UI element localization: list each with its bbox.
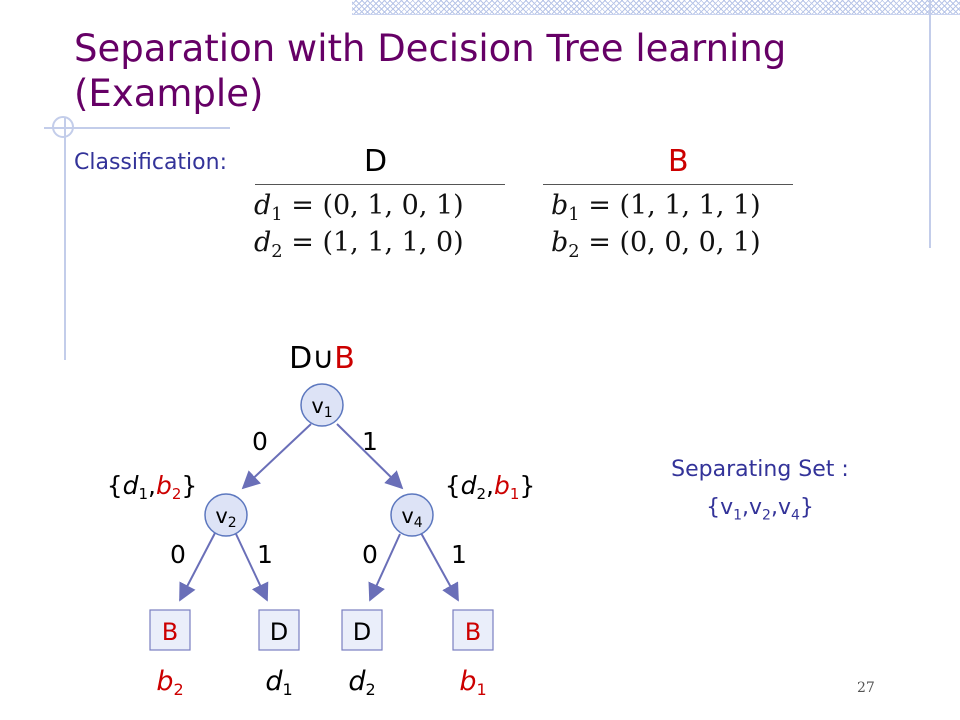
leaf-2-box: [258, 609, 300, 651]
node-v2-label: v2: [215, 504, 236, 531]
decorative-vertical-line: [64, 118, 66, 360]
node-v4: v4: [390, 493, 434, 537]
root-label-d: D: [289, 341, 312, 376]
decorative-vertical-line: [929, 0, 931, 248]
leaf-3: D: [341, 609, 383, 651]
node-v4-circle: [390, 493, 434, 537]
classification-label: Classification:: [74, 150, 227, 175]
node-v2-circle: [204, 493, 248, 537]
vector-b1: b1 = (1, 1, 1, 1): [551, 190, 761, 226]
edge-label-v1-v4: 1: [362, 427, 378, 456]
node-v1-label: v1: [311, 394, 332, 421]
edge-v2-leaf1: [179, 532, 216, 602]
edge-v4-leaf4: [420, 532, 459, 602]
set-d-rule: [255, 184, 505, 185]
leaf-4: B: [452, 609, 494, 651]
slide-title: Separation with Decision Tree learning (…: [74, 27, 787, 115]
node-v4-label: v4: [401, 504, 422, 531]
separating-set-label: Separating Set :: [671, 457, 849, 482]
root-set-label: D∪B: [289, 341, 355, 376]
root-label-union: ∪: [312, 341, 334, 376]
root-label-b: B: [334, 341, 355, 376]
edge-label-v4-leaf3: 0: [362, 540, 378, 569]
leaf-1-label: B: [162, 618, 178, 646]
node-v1: v1: [300, 383, 344, 427]
edge-v4-leaf3: [368, 533, 401, 602]
edge-v1-v2: [241, 423, 312, 490]
vector-d2: d2 = (1, 1, 1, 0): [254, 227, 464, 263]
subset-label-v2: {d1,b2}: [107, 471, 198, 503]
leaf-3-box: [341, 609, 383, 651]
edge-label-v2-leaf2: 1: [257, 540, 273, 569]
leaf-4-example: b1: [459, 666, 486, 699]
vector-d1: d1 = (0, 1, 0, 1): [254, 190, 464, 226]
decorative-circle: [52, 116, 74, 138]
edge-v2-leaf2: [235, 533, 269, 602]
node-v2: v2: [204, 493, 248, 537]
separating-set-elements: {v1,v2,v4}: [706, 495, 814, 524]
leaf-4-box: [452, 609, 494, 651]
leaf-2-label: D: [270, 618, 288, 646]
set-b-rule: [543, 184, 793, 185]
set-b-heading: B: [668, 144, 689, 179]
leaf-2: D: [258, 609, 300, 651]
edge-v1-v4: [336, 423, 404, 490]
subset-label-v4: {d2,b1}: [445, 471, 536, 503]
page-number: 27: [857, 680, 875, 696]
decorative-horizontal-line: [44, 127, 230, 129]
edge-label-v2-leaf1: 0: [170, 540, 186, 569]
leaf-3-example: d2: [348, 666, 375, 699]
leaf-1-box: [149, 609, 191, 651]
leaf-3-label: D: [353, 618, 371, 646]
decorative-pattern-band: [352, 0, 960, 15]
set-d-heading: D: [364, 144, 388, 179]
edge-label-v4-leaf4: 1: [451, 540, 467, 569]
leaf-1-example: b2: [156, 666, 183, 699]
leaf-4-label: B: [465, 618, 481, 646]
leaf-1: B: [149, 609, 191, 651]
vector-b2: b2 = (0, 0, 0, 1): [551, 227, 761, 263]
edge-label-v1-v2: 0: [252, 427, 268, 456]
leaf-2-example: d1: [265, 666, 292, 699]
node-v1-circle: [300, 383, 344, 427]
